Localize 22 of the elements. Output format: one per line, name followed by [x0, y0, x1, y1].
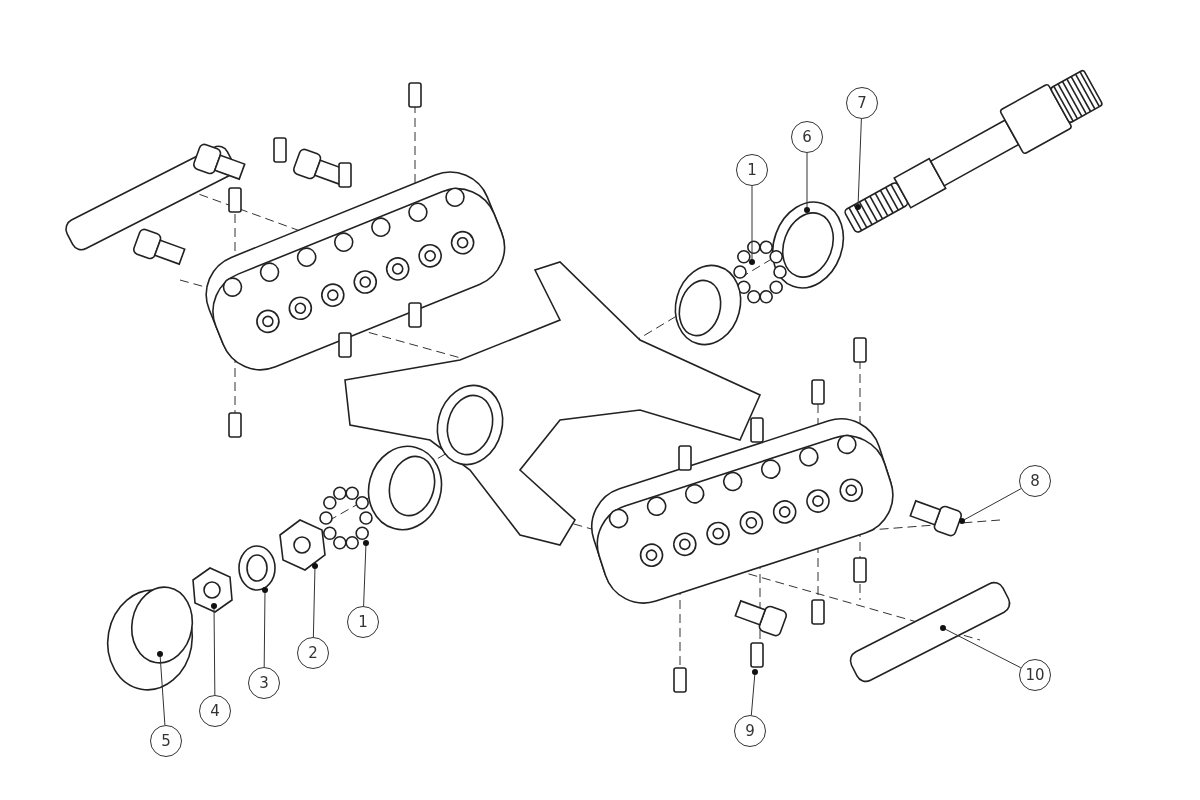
- leader-line: [959, 488, 1022, 524]
- leader-line: [940, 625, 1022, 669]
- leader-line: [749, 185, 755, 265]
- leader-line: [312, 563, 318, 638]
- leader-line: [363, 540, 369, 607]
- leader-line: [804, 152, 810, 213]
- callout-number: 6: [791, 121, 823, 153]
- callout-number: 4: [199, 695, 231, 727]
- callout-number: 1: [736, 154, 768, 186]
- callout-number: 8: [1019, 465, 1051, 497]
- callout-number: 5: [150, 725, 182, 757]
- callout-number: 2: [297, 637, 329, 669]
- leader-line: [157, 651, 166, 726]
- leader-line: [211, 603, 217, 696]
- leader-line: [262, 587, 268, 668]
- leader-line: [855, 118, 862, 210]
- callout-number: 1: [347, 606, 379, 638]
- callout-number: 3: [248, 667, 280, 699]
- callout-number: 10: [1019, 659, 1051, 691]
- leader-line: [750, 669, 758, 716]
- callout-number: 9: [734, 715, 766, 747]
- callout-number: 7: [846, 87, 878, 119]
